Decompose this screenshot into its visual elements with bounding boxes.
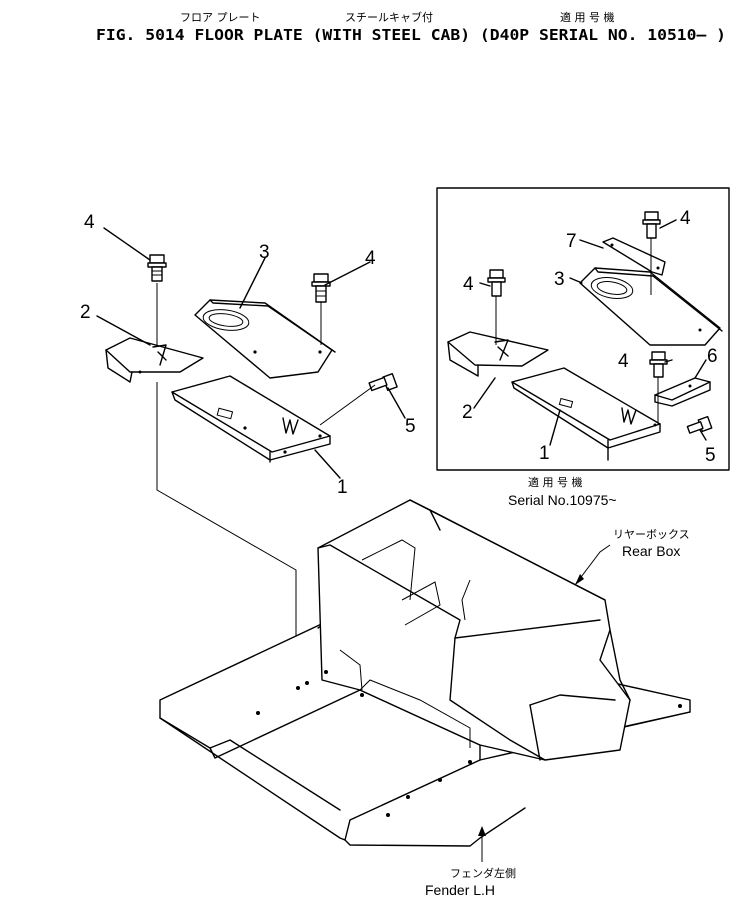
main-callout-3: 3 bbox=[259, 242, 270, 263]
inset-leader-lines bbox=[473, 219, 707, 446]
main-callout-2: 2 bbox=[80, 302, 91, 323]
main-callout-4-right: 4 bbox=[365, 248, 376, 269]
rear-box-label: Rear Box bbox=[622, 543, 680, 559]
inset-callout-2: 2 bbox=[462, 402, 473, 423]
main-part-3-plate bbox=[194, 299, 336, 379]
inset-part-2-bracket bbox=[447, 331, 549, 377]
inset-bolts bbox=[487, 211, 713, 434]
main-bolt-5 bbox=[368, 373, 398, 392]
main-bolt-left bbox=[147, 254, 167, 282]
inset-callout-4-mid: 4 bbox=[618, 351, 629, 372]
inset-callout-3: 3 bbox=[554, 269, 565, 290]
fender-label-jp: フェンダ左側 bbox=[450, 866, 516, 880]
inset-callout-4-left: 4 bbox=[463, 274, 474, 295]
inset-part-6 bbox=[654, 377, 711, 407]
page-title: FIG. 5014 FLOOR PLATE (WITH STEEL CAB) (… bbox=[96, 26, 726, 44]
main-part-1-plate bbox=[171, 375, 331, 463]
main-part-2-bracket bbox=[105, 337, 204, 383]
main-callout-1: 1 bbox=[337, 477, 348, 498]
fender-arrow bbox=[478, 826, 486, 836]
rear-box-label-jp: リヤーボックス bbox=[613, 528, 690, 541]
main-callout-4-left: 4 bbox=[84, 212, 95, 233]
inset-callout-1: 1 bbox=[539, 443, 550, 464]
inset-callout-5: 5 bbox=[705, 445, 716, 466]
title-jp-serial: 適 用 号 機 bbox=[560, 10, 615, 24]
main-leader-lines bbox=[96, 227, 406, 690]
inset-callout-6: 6 bbox=[707, 346, 718, 367]
fender-label: Fender L.H bbox=[425, 882, 495, 898]
floor-frame-assembly bbox=[159, 499, 691, 847]
inset-part-3-plate bbox=[579, 267, 723, 346]
inset-caption-serial: Serial No.10975~ bbox=[508, 492, 617, 508]
main-callout-5: 5 bbox=[405, 416, 416, 437]
rear-box-arrow bbox=[575, 574, 584, 585]
inset-frame bbox=[436, 187, 730, 471]
inset-part-7 bbox=[602, 237, 666, 276]
main-bolt-right bbox=[311, 273, 331, 303]
rear-box-leader bbox=[574, 544, 611, 586]
inset-callout-7: 7 bbox=[566, 231, 577, 252]
inset-callout-4-top: 4 bbox=[680, 208, 691, 229]
inset-part-1-plate bbox=[511, 367, 661, 461]
title-jp-steel-cab: スチールキャブ付 bbox=[345, 10, 433, 24]
inset-caption-jp: 適 用 号 機 bbox=[528, 475, 583, 489]
title-jp-floor-plate: フロア プレート bbox=[180, 11, 261, 24]
